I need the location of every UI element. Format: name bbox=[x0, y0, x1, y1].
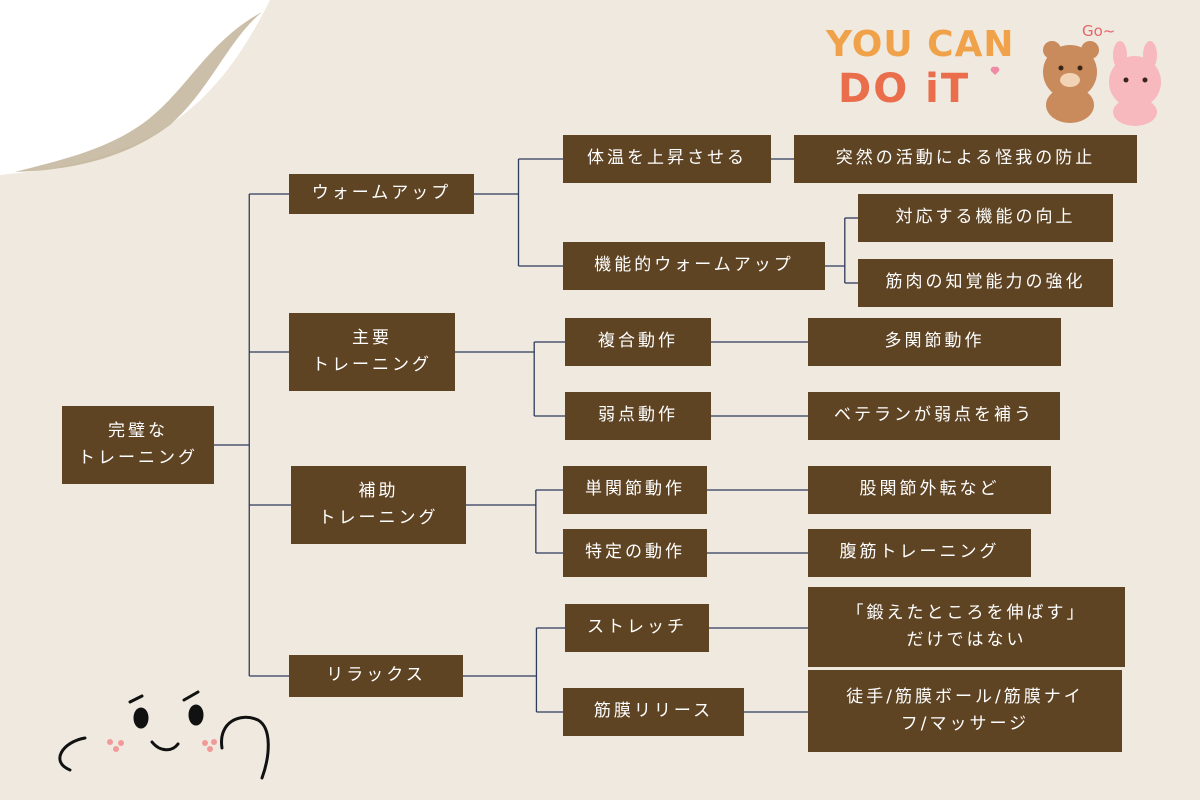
leaf-node: 腹筋トレーニング bbox=[808, 529, 1031, 577]
sticker-text-line1: YOU CAN bbox=[826, 24, 1015, 65]
leaf-node: 徒手/筋膜ボール/筋膜ナイ フ/マッサージ bbox=[808, 670, 1122, 752]
sub-node: 機能的ウォームアップ bbox=[563, 242, 825, 290]
face-doodle-icon bbox=[60, 692, 268, 778]
heart-icon bbox=[991, 67, 1000, 75]
sub-node: 体温を上昇させる bbox=[563, 135, 771, 183]
category-node-main-training: 主要 トレーニング bbox=[289, 313, 455, 391]
sub-node: 単関節動作 bbox=[563, 466, 707, 514]
leaf-node: ベテランが弱点を補う bbox=[808, 392, 1060, 440]
sub-node: 複合動作 bbox=[565, 318, 711, 366]
leaf-node: 多関節動作 bbox=[808, 318, 1061, 366]
root-node: 完璧な トレーニング bbox=[62, 406, 214, 484]
leaf-node: 対応する機能の向上 bbox=[858, 194, 1113, 242]
sub-node: 弱点動作 bbox=[565, 392, 711, 440]
sticker-bubble-text: Go~ bbox=[1082, 22, 1115, 40]
leaf-node: 突然の活動による怪我の防止 bbox=[794, 135, 1137, 183]
sub-node: 特定の動作 bbox=[563, 529, 707, 577]
category-node-warmup: ウォームアップ bbox=[289, 174, 474, 214]
sticker-text-line2: DO iT bbox=[838, 66, 970, 112]
bears-sticker-icon bbox=[1043, 41, 1161, 126]
sub-node: ストレッチ bbox=[565, 604, 709, 652]
paper-curl-decoration bbox=[0, 0, 270, 175]
leaf-node: 股関節外転など bbox=[808, 466, 1051, 514]
leaf-node: 筋肉の知覚能力の強化 bbox=[858, 259, 1113, 307]
sub-node: 筋膜リリース bbox=[563, 688, 744, 736]
category-node-relax: リラックス bbox=[289, 655, 463, 697]
category-node-assist-training: 補助 トレーニング bbox=[291, 466, 466, 544]
leaf-node: 「鍛えたところを伸ばす」 だけではない bbox=[808, 587, 1125, 667]
